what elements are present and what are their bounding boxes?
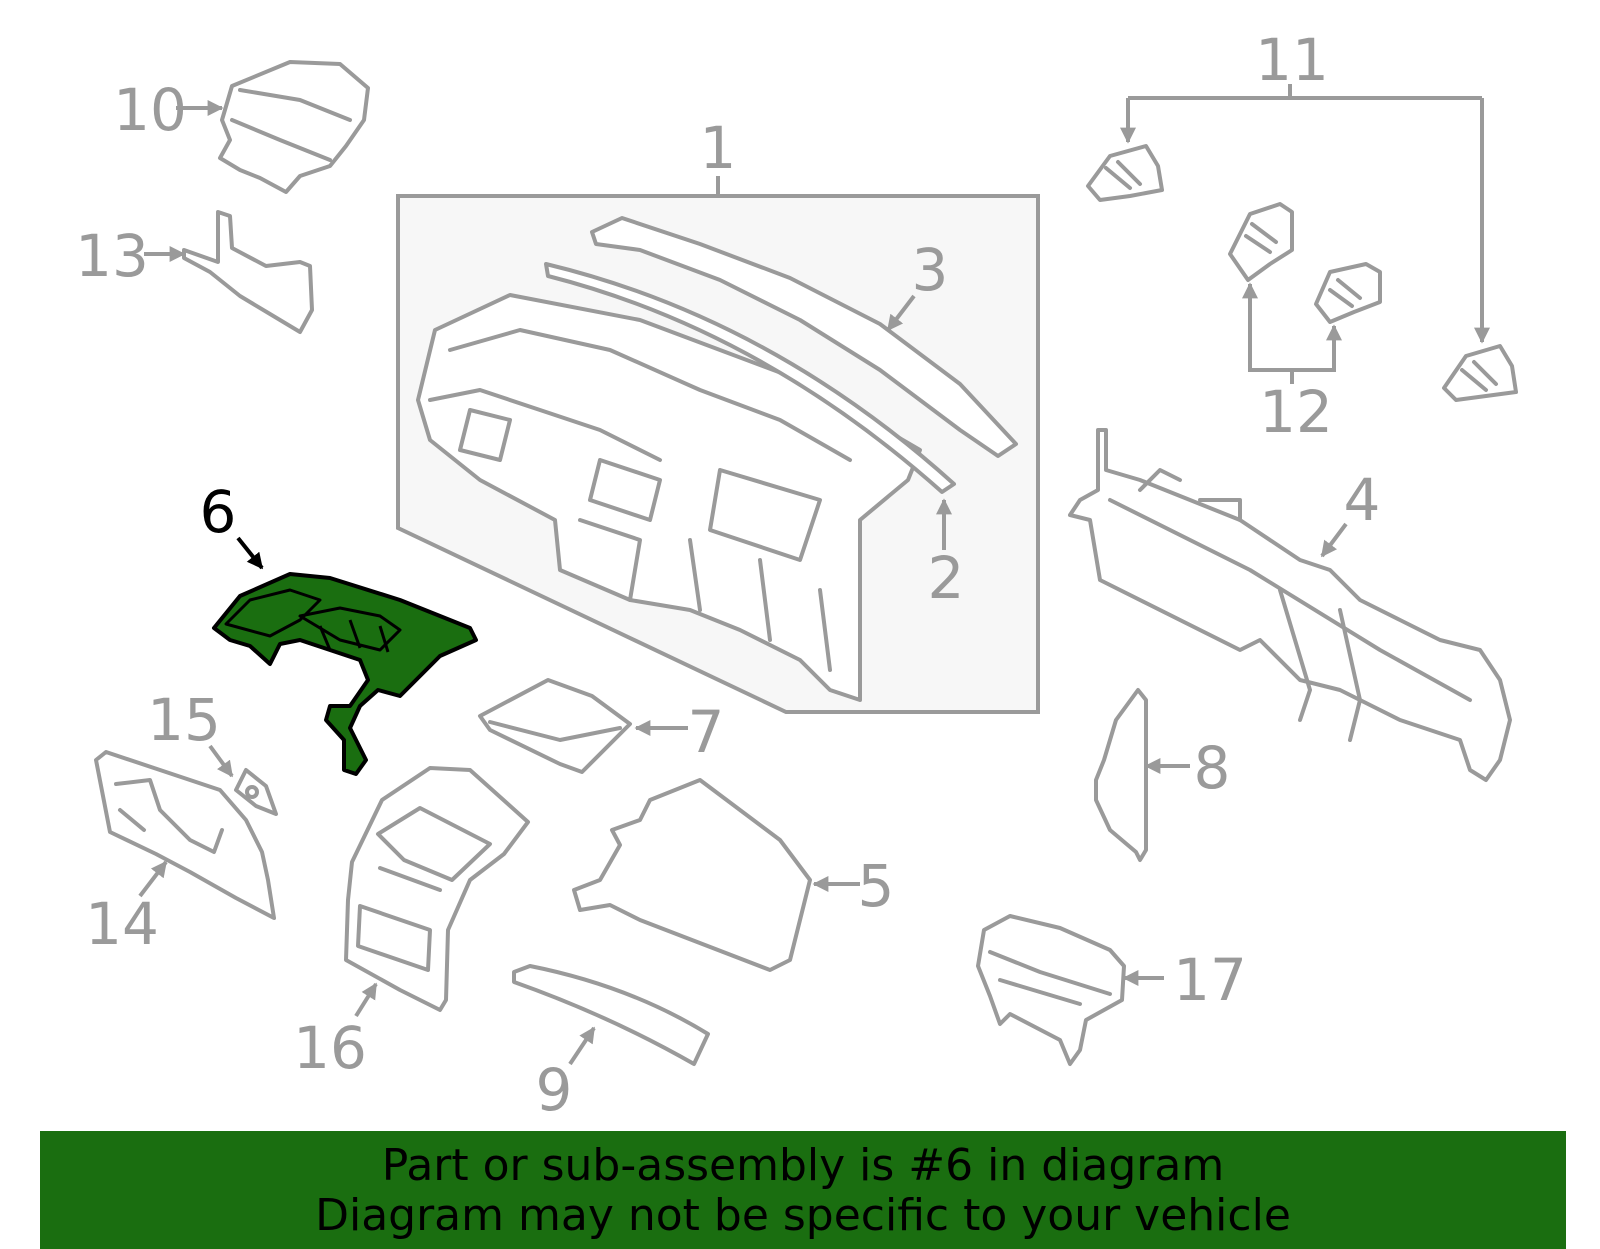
part-6-leader	[236, 536, 264, 570]
part-1-dash-detail-e	[578, 518, 642, 602]
part-6-group[interactable]: 6	[200, 478, 478, 776]
part-10-detail	[230, 88, 352, 162]
part-12-vent-left	[1228, 202, 1294, 282]
part-17-airbag-module	[976, 914, 1126, 1066]
part-12-group[interactable]: 12	[1228, 202, 1382, 446]
part-1-dash-detail-c	[708, 468, 822, 562]
part-3-bracket	[590, 216, 1018, 458]
part-17-label: 17	[1173, 946, 1247, 1014]
part-16-detail-c	[378, 866, 442, 892]
part-1-dash-detail-d	[588, 458, 662, 522]
part-6-hood	[212, 572, 478, 776]
part-7-label: 7	[688, 698, 725, 766]
banner-line-disclaimer: Diagram may not be specific to your vehi…	[315, 1190, 1291, 1241]
part-9-label: 9	[536, 1056, 573, 1124]
part-7-group[interactable]: 7	[478, 678, 725, 774]
part-14-group[interactable]: 14	[85, 750, 276, 958]
part-1-label: 1	[700, 114, 737, 182]
part-5-panel	[572, 778, 812, 972]
part-9-trim-strip	[512, 964, 710, 1066]
part-10-label: 10	[113, 76, 187, 144]
part-16-detail-a	[376, 806, 492, 882]
part-3-group[interactable]: 3	[590, 216, 1018, 458]
part-15-group[interactable]: 15	[147, 686, 278, 816]
part-6-detail-b	[298, 606, 402, 652]
part-12-vent-right-detail	[1328, 278, 1362, 308]
part-15-label: 15	[147, 686, 221, 754]
part-10-group[interactable]: 10	[113, 60, 370, 194]
part-12-vent-left-detail	[1244, 222, 1278, 254]
part-5-group[interactable]: 5	[572, 778, 895, 972]
part-14-label: 14	[85, 890, 159, 958]
part-1-dash-detail-f	[688, 538, 832, 672]
part-4-leader	[1320, 522, 1348, 558]
part-11-vent-right-detail	[1460, 360, 1498, 392]
part-15-clip-hole	[245, 785, 259, 799]
part-10-cover	[218, 60, 370, 194]
part-8-group[interactable]: 8	[1094, 688, 1231, 862]
part-6-detail-c	[318, 619, 390, 653]
part-16-label: 16	[293, 1014, 367, 1082]
part-4-beam	[1068, 428, 1512, 782]
part-8-label: 8	[1194, 734, 1231, 802]
part-1-dash-detail-b	[428, 388, 662, 462]
part-11-label: 11	[1255, 26, 1329, 94]
part-12-vent-right	[1314, 262, 1382, 324]
part-1-dash-detail-a	[448, 328, 852, 462]
part-7-detail	[488, 720, 622, 742]
part-15-leader	[208, 744, 234, 778]
part-11-vent-left-detail	[1104, 160, 1142, 190]
info-banner: Part or sub-assembly is #6 in diagram Di…	[40, 1131, 1566, 1249]
part-2-label: 2	[928, 544, 965, 612]
part-17-group[interactable]: 17	[976, 914, 1247, 1066]
part-9-group[interactable]: 9	[512, 964, 710, 1124]
part-13-group[interactable]: 13	[75, 210, 314, 334]
part-2-group[interactable]: 2	[544, 262, 965, 612]
part-3-label: 3	[912, 236, 949, 304]
banner-line-part-number: Part or sub-assembly is #6 in diagram	[381, 1140, 1225, 1191]
part-4-detail-c	[1138, 468, 1242, 522]
part-16-group[interactable]: 16	[293, 766, 530, 1082]
part-6-detail-a	[224, 588, 322, 638]
part-13-bracket	[182, 210, 314, 334]
part-1-dash-detail-g	[458, 408, 512, 462]
part-16-leader	[354, 982, 378, 1018]
part-4-group[interactable]: 4	[1068, 428, 1512, 782]
part-2-strip	[544, 262, 956, 494]
part-3-leader	[886, 294, 916, 332]
part-17-detail	[988, 950, 1112, 1006]
part-8-side-cover	[1094, 688, 1148, 862]
part-4-label: 4	[1344, 466, 1381, 534]
part-12-label: 12	[1259, 378, 1333, 446]
part-11-group[interactable]: 11	[1086, 26, 1518, 402]
part-13-label: 13	[75, 222, 149, 290]
part-7-pad	[478, 678, 632, 774]
part-9-leader	[568, 1026, 596, 1066]
part-14-leader	[138, 860, 168, 898]
part-6-label: 6	[200, 478, 237, 546]
part-5-label: 5	[858, 852, 895, 920]
part-11-vent-right	[1442, 344, 1518, 402]
part-14-detail	[114, 778, 224, 854]
part-11-vent-left	[1086, 144, 1164, 202]
part-4-detail-b	[1278, 588, 1362, 742]
part-16-detail-b	[356, 904, 432, 972]
part-4-detail-a	[1108, 498, 1472, 702]
